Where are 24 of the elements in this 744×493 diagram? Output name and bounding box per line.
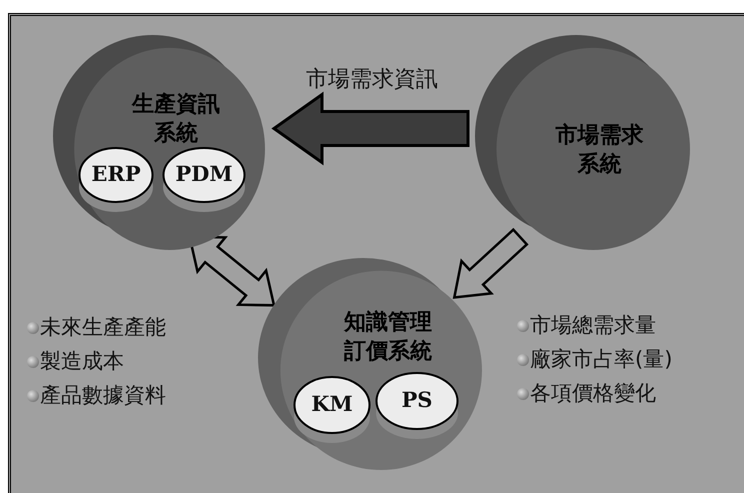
- node-label: KM: [310, 391, 354, 416]
- list-item: 未來生產產能: [40, 314, 166, 341]
- node-title: 知識管理訂價系統: [342, 308, 433, 366]
- block-arrow: [271, 92, 470, 166]
- block-arrow: [188, 236, 276, 307]
- node-title: 市場需求系統: [554, 121, 645, 179]
- oval-shape: [293, 376, 371, 440]
- node-title: 生產資訊系統: [130, 90, 221, 148]
- list-item: 各項價格變化: [530, 380, 656, 407]
- list-item: 廠家市占率(量): [530, 346, 672, 373]
- oval-shape: [375, 372, 459, 436]
- oval-shape: [78, 147, 154, 209]
- edge-label: 市場需求資訊: [306, 66, 438, 94]
- node-label: PDM: [174, 161, 234, 186]
- oval-shape: [162, 147, 246, 209]
- node-label: ERP: [90, 161, 142, 186]
- block-arrow: [452, 228, 529, 299]
- list-item: 產品數據資料: [40, 382, 166, 409]
- node-label: PS: [400, 387, 434, 412]
- list-item: 製造成本: [40, 348, 124, 375]
- disc-shape: [53, 35, 265, 250]
- disc-shape: [475, 35, 690, 250]
- list-item: 市場總需求量: [530, 312, 656, 339]
- disc-shape: [258, 258, 482, 470]
